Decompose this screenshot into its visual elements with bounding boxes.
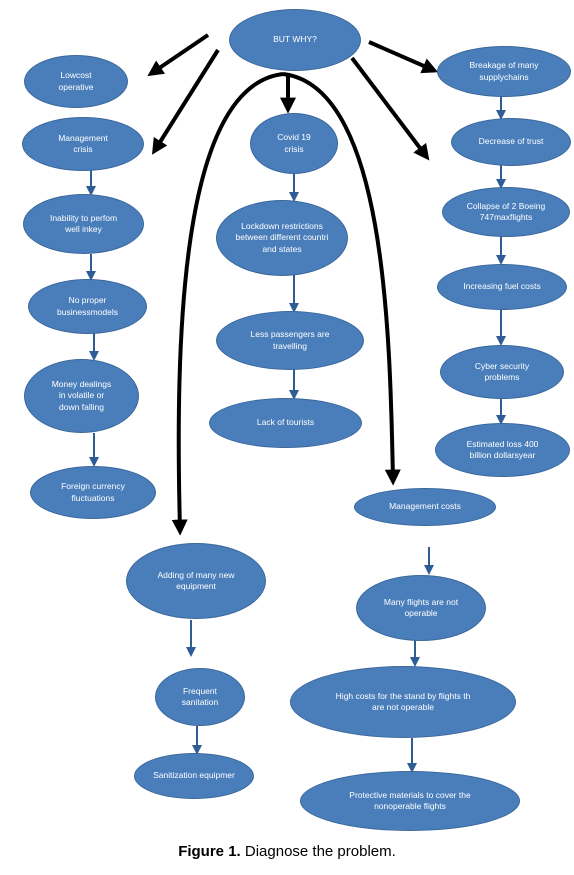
node-sanitization-equipment: Sanitization equipmer xyxy=(134,753,254,799)
arrow-root-to-trust xyxy=(350,56,430,161)
main-arrows xyxy=(147,33,439,536)
caption-label: Figure 1. xyxy=(178,843,241,860)
node-money-dealings: Money dealings in volatile or down falli… xyxy=(24,359,139,433)
node-inability: Inability to perfom well inkey xyxy=(23,194,144,254)
arrow-root-to-lowcost xyxy=(147,33,210,77)
node-collapse-boeing: Collapse of 2 Boeing 747maxflights xyxy=(442,187,570,237)
node-less-passengers: Less passengers are travelling xyxy=(216,311,364,370)
node-no-proper-business-models: No proper businessmodels xyxy=(28,279,147,334)
caption-text: Diagnose the problem. xyxy=(240,843,396,860)
node-increasing-fuel-costs: Increasing fuel costs xyxy=(437,264,567,310)
node-many-flights-not-operable: Many flights are not operable xyxy=(356,575,486,641)
node-management-crisis: Management crisis xyxy=(22,117,144,171)
node-frequent-sanitation: Frequent sanitation xyxy=(155,668,245,726)
node-foreign-currency: Foreign currency fluctuations xyxy=(30,466,156,519)
arrow-root-to-mgmt-costs xyxy=(282,72,401,486)
node-estimated-loss: Estimated loss 400 billion dollarsyear xyxy=(435,423,570,477)
chain-arrows xyxy=(86,96,506,773)
node-decrease-of-trust: Decrease of trust xyxy=(451,118,571,166)
arrow-root-to-mgmt-crisis xyxy=(152,48,220,155)
arrow-root-to-adding xyxy=(171,72,284,536)
node-protective-materials: Protective materials to cover the nonope… xyxy=(300,771,520,831)
node-high-costs-standby: High costs for the stand by flights th a… xyxy=(290,666,516,738)
node-lowcost-operative: Lowcost operative xyxy=(24,55,128,108)
node-lack-of-tourists: Lack of tourists xyxy=(209,398,362,448)
node-but-why: BUT WHY? xyxy=(229,9,361,71)
node-adding-new-equipment: Adding of many new equipment xyxy=(126,543,266,619)
figure-caption: Figure 1. Diagnose the problem. xyxy=(0,843,574,860)
node-lockdown: Lockdown restrictions between different … xyxy=(216,200,348,276)
node-management-costs: Management costs xyxy=(354,488,496,526)
node-cyber-security: Cyber security problems xyxy=(440,345,564,399)
arrow-root-to-supply xyxy=(368,40,439,74)
node-breakage-supply-chains: Breakage of many supplychains xyxy=(437,46,571,97)
node-covid-crisis: Covid 19 crisis xyxy=(250,113,338,174)
